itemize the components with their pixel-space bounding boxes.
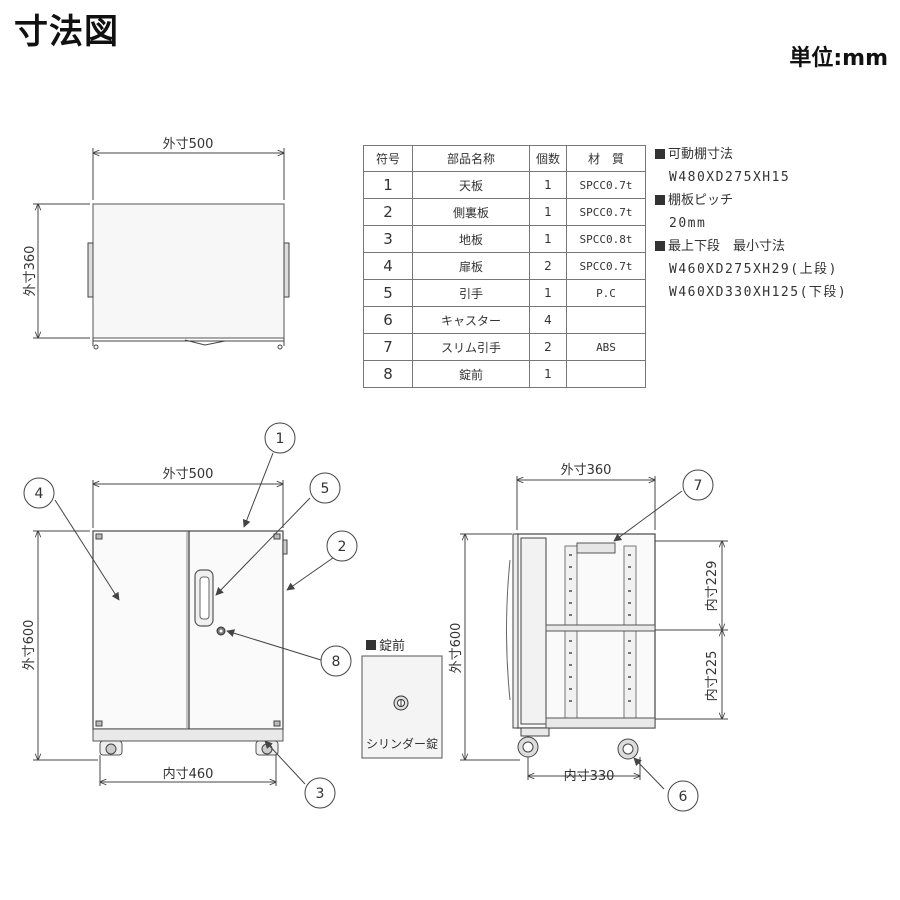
part-name: キャスター (412, 306, 530, 334)
callout-1: 1 (276, 431, 285, 447)
callout-2: 2 (338, 539, 347, 555)
parts-table-header: 符号 部品名称 個数 材 質 (363, 145, 646, 172)
part-material (566, 360, 646, 388)
part-name: 地板 (412, 225, 530, 253)
part-no: 7 (363, 333, 413, 361)
part-name: 扉板 (412, 252, 530, 280)
lock-detail-caption: シリンダー錠 (366, 736, 438, 751)
note-shelf-size-head: 可動棚寸法 (655, 143, 847, 166)
part-no: 8 (363, 360, 413, 388)
part-material: P.C (566, 279, 646, 307)
table-row: 1 天板 1 SPCC0.7t (363, 171, 646, 199)
note-min-size-lower: W460XD330XH125(下段) (669, 285, 848, 300)
side-depth-label: 外寸360 (561, 463, 612, 478)
table-row: 2 側裏板 1 SPCC0.7t (363, 198, 646, 226)
front-height-label: 外寸600 (22, 620, 37, 671)
page-title: 寸法図 (14, 12, 119, 52)
part-qty: 1 (529, 198, 567, 226)
part-material: SPCC0.7t (566, 252, 646, 280)
note-shelf-pitch-value: 20mm (669, 216, 707, 231)
part-qty: 1 (529, 279, 567, 307)
note-shelf-size-value: W480XD275XH15 (669, 170, 791, 185)
parts-table: 符号 部品名称 個数 材 質 1 天板 1 SPCC0.7t 2 側裏板 1 S… (363, 145, 646, 388)
unit-label: 単位:mm (789, 46, 888, 71)
part-material: SPCC0.8t (566, 225, 646, 253)
part-name: 天板 (412, 171, 530, 199)
shelf-holes (569, 554, 631, 702)
note-min-size-upper: W460XD275XH29(上段) (669, 262, 838, 277)
callout-5: 5 (321, 481, 330, 497)
side-inner-lower-label: 内寸225 (704, 651, 720, 702)
side-inner-depth-label: 内寸330 (564, 768, 615, 784)
part-qty: 4 (529, 306, 567, 334)
part-material (566, 306, 646, 334)
header-material: 材 質 (566, 145, 646, 172)
top-view (33, 148, 290, 350)
callout-leaders (54, 452, 683, 790)
header-qty: 個数 (529, 145, 567, 172)
side-height-label: 外寸600 (449, 623, 464, 674)
part-no: 5 (363, 279, 413, 307)
front-inner-width-label: 内寸460 (163, 766, 214, 782)
table-row: 5 引手 1 P.C (363, 279, 646, 307)
part-name: 錠前 (412, 360, 530, 388)
part-material: ABS (566, 333, 646, 361)
part-no: 3 (363, 225, 413, 253)
table-row: 3 地板 1 SPCC0.8t (363, 225, 646, 253)
callout-3: 3 (316, 786, 325, 802)
header-no: 符号 (363, 145, 413, 172)
note-shelf-pitch-head: 棚板ピッチ (655, 189, 847, 212)
lock-detail-head: 錠前 (379, 638, 405, 654)
top-depth-label: 外寸360 (23, 246, 38, 297)
note-min-size-head: 最上下段 最小寸法 (655, 235, 847, 258)
part-qty: 2 (529, 252, 567, 280)
table-row: 8 錠前 1 (363, 360, 646, 388)
part-qty: 1 (529, 360, 567, 388)
callout-7: 7 (694, 478, 703, 494)
front-view (33, 480, 288, 786)
callout-8: 8 (332, 654, 341, 670)
side-inner-upper-label: 内寸229 (704, 561, 720, 612)
table-row: 4 扉板 2 SPCC0.7t (363, 252, 646, 280)
callout-balloons (23, 422, 714, 812)
part-qty: 1 (529, 225, 567, 253)
part-name: スリム引手 (412, 333, 530, 361)
part-no: 4 (363, 252, 413, 280)
header-name: 部品名称 (412, 145, 530, 172)
part-material: SPCC0.7t (566, 198, 646, 226)
callout-6: 6 (679, 789, 688, 805)
part-qty: 1 (529, 171, 567, 199)
lock-detail (361, 640, 443, 759)
part-no: 2 (363, 198, 413, 226)
part-name: 引手 (412, 279, 530, 307)
table-row: 6 キャスター 4 (363, 306, 646, 334)
table-row: 7 スリム引手 2 ABS (363, 333, 646, 361)
part-qty: 2 (529, 333, 567, 361)
part-material: SPCC0.7t (566, 171, 646, 199)
top-width-label: 外寸500 (163, 137, 214, 152)
spec-notes: 可動棚寸法 W480XD275XH15 棚板ピッチ 20mm 最上下段 最小寸法… (655, 143, 847, 304)
callout-4: 4 (35, 486, 44, 502)
side-view (460, 476, 728, 780)
part-name: 側裏板 (412, 198, 530, 226)
front-width-label: 外寸500 (163, 467, 214, 482)
part-no: 1 (363, 171, 413, 199)
part-no: 6 (363, 306, 413, 334)
